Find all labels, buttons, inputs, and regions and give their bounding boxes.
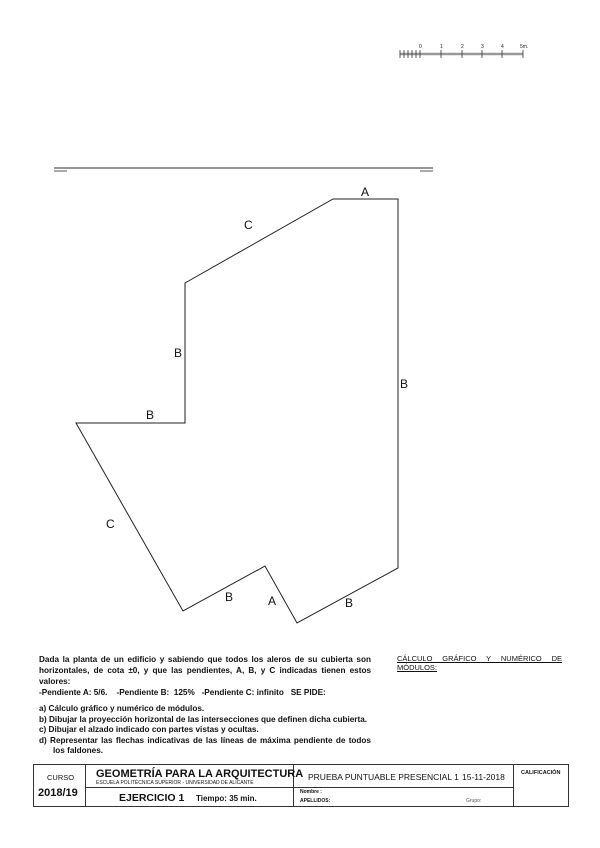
elevation-line	[54, 167, 433, 172]
course-cell: CURSO 2018/19	[34, 765, 86, 806]
slope-label: B	[345, 596, 353, 610]
scale-tick: 0	[419, 44, 422, 50]
slope-label: C	[244, 218, 253, 232]
slope-label: C	[106, 517, 115, 531]
scale-tick: 2	[461, 44, 464, 50]
course-label: CURSO	[47, 773, 75, 782]
scale-tick: 4	[501, 44, 504, 50]
title-block: CURSO 2018/19 GEOMETRÍA PARA LA ARQUITEC…	[33, 764, 569, 807]
test-name: PRUEBA PUNTUABLE PRESENCIAL 1	[308, 772, 459, 782]
slope-label: B	[174, 346, 182, 360]
calc-heading-line: CÁLCULO GRÁFICO Y NUMÉRICO DE	[397, 654, 562, 663]
slope-label: B	[225, 590, 233, 604]
subject-cell: GEOMETRÍA PARA LA ARQUITECTURA ESCUELA P…	[86, 765, 303, 806]
scale-tick: 5m.	[520, 44, 528, 50]
name-field-label[interactable]: Nombre :	[300, 789, 322, 795]
statement-intro: Dada la planta de un edificio y sabiendo…	[39, 655, 371, 686]
school-name: ESCUELA POLITÉCNICA SUPERIOR - UNIVERSID…	[96, 780, 254, 786]
task-item: d) Representar las flechas indicativas d…	[39, 735, 371, 756]
time-limit: Tiempo: 35 min.	[196, 794, 257, 803]
slope-label: B	[400, 377, 408, 391]
task-item: a) Cálculo gráfico y numérico de módulos…	[39, 704, 205, 713]
scale-tick: 3	[481, 44, 484, 50]
scale-bar	[399, 50, 524, 58]
task-item: c) Dibujar el alzado indicado con partes…	[39, 725, 259, 735]
grade-label: CALIFICACIÓN	[521, 770, 561, 776]
group-field-label[interactable]: Grupo:	[466, 798, 482, 804]
slope-label: B	[146, 408, 154, 422]
course-value: 2018/19	[38, 787, 78, 799]
task-list: a) Cálculo gráfico y numérico de módulos…	[39, 704, 371, 757]
subject-title: GEOMETRÍA PARA LA ARQUITECTURA	[96, 768, 304, 780]
surname-field-label[interactable]: APELLIDOS:	[300, 798, 331, 804]
test-date: 15-11-2018	[462, 772, 505, 782]
calc-heading: CÁLCULO GRÁFICO Y NUMÉRICO DE MÓDULOS:	[397, 654, 562, 672]
slope-label: A	[268, 594, 276, 608]
scale-tick: 1	[440, 44, 443, 50]
calc-heading-line: MÓDULOS:	[397, 663, 438, 672]
task-item: b) Dibujar la proyección horizontal de l…	[39, 714, 368, 724]
slope-label: A	[361, 185, 369, 199]
exercise-number: EJERCICIO 1	[119, 792, 185, 804]
problem-statement: Dada la planta de un edificio y sabiendo…	[39, 654, 371, 757]
statement-slopes: -Pendiente A: 5/6. -Pendiente B: 125% -P…	[39, 688, 326, 697]
building-plan-outline	[75, 198, 399, 624]
student-cell: PRUEBA PUNTUABLE PRESENCIAL 1 15-11-2018…	[294, 765, 514, 806]
